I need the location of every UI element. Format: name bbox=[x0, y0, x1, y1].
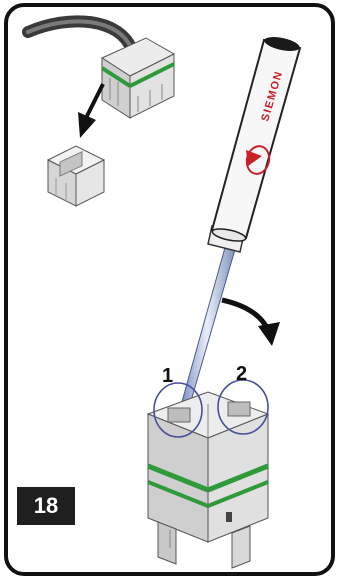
callout-label-1: 1 bbox=[162, 365, 173, 387]
jack-illustration bbox=[148, 392, 268, 568]
step-number-badge: 18 bbox=[17, 487, 75, 525]
callout-label-2: 2 bbox=[236, 363, 247, 385]
